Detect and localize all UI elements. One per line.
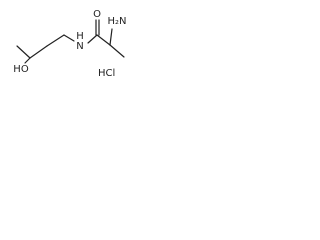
bond-c6-nh2 xyxy=(109,28,113,46)
amine-label: H₂N xyxy=(107,16,126,27)
bond-c1-c3 xyxy=(29,45,48,59)
bonds xyxy=(16,19,125,64)
hcl-label: HCl xyxy=(98,68,115,79)
bond-ho-c1 xyxy=(24,57,31,64)
structure-diagram: H₂N O H N HO HCl xyxy=(13,9,126,79)
amide-hydrogen-label: H xyxy=(76,31,84,42)
bond-c5-c6 xyxy=(96,34,111,46)
hydroxyl-label: HO xyxy=(13,64,29,75)
bond-c1-c2 xyxy=(16,45,31,59)
amide-nitrogen-label: N xyxy=(76,41,83,52)
carbonyl-oxygen-label: O xyxy=(93,9,101,20)
bond-c6-c7 xyxy=(109,44,125,58)
bond-c3-c4 xyxy=(46,34,65,47)
bond-n-c5 xyxy=(87,34,98,44)
bond-c4-n xyxy=(63,34,75,42)
